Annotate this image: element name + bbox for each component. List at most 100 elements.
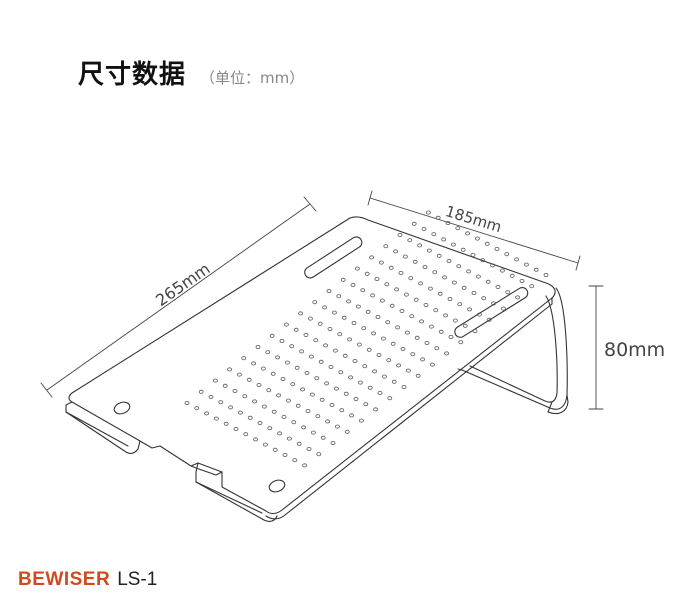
vent-hole — [445, 220, 451, 225]
vent-hole — [323, 343, 329, 348]
vent-hole — [212, 378, 218, 383]
vent-hole — [208, 394, 214, 399]
vent-hole — [282, 452, 288, 457]
vent-hole — [400, 346, 406, 351]
vent-hole — [441, 237, 447, 242]
vent-hole — [446, 258, 452, 263]
vent-hole — [241, 356, 247, 361]
vent-hole — [251, 361, 257, 366]
vent-hole — [377, 390, 383, 395]
vent-hole — [213, 416, 219, 421]
vent-hole — [408, 276, 414, 281]
vent-hole — [302, 463, 308, 468]
vent-hole — [431, 232, 437, 237]
vent-hole — [184, 400, 190, 405]
vent-hole — [329, 402, 335, 407]
vent-hole — [405, 368, 411, 373]
vent-hole — [499, 268, 505, 273]
vent-hole — [291, 420, 297, 425]
vent-hole — [465, 231, 471, 236]
vent-hole — [304, 370, 310, 375]
vent-hole — [450, 242, 456, 247]
vent-hole — [471, 290, 477, 295]
vent-hole — [367, 385, 373, 390]
vent-hole — [401, 384, 407, 389]
vent-hole — [266, 388, 272, 393]
vent-hole — [396, 363, 402, 368]
vent-hole — [256, 382, 262, 387]
vent-hole — [325, 419, 331, 424]
vent-hole — [280, 376, 286, 381]
vent-hole — [395, 325, 401, 330]
vent-hole — [242, 394, 248, 399]
vent-hole — [252, 399, 258, 404]
vent-hole — [305, 408, 311, 413]
vent-hole — [349, 413, 355, 418]
vent-hole — [383, 244, 389, 249]
vent-hole — [407, 238, 413, 243]
vent-hole — [475, 274, 481, 279]
vent-hole — [315, 414, 321, 419]
vent-hole — [457, 302, 463, 307]
vent-hole — [421, 226, 427, 231]
vent-hole — [344, 429, 350, 434]
vent-hole — [442, 275, 448, 280]
vent-hole — [360, 288, 366, 293]
vent-hole — [362, 364, 368, 369]
vent-hole — [347, 337, 353, 342]
vent-hole — [204, 411, 210, 416]
vent-hole — [388, 265, 394, 270]
vent-hole — [318, 359, 324, 364]
vent-hole — [376, 352, 382, 357]
vent-hole — [456, 264, 462, 269]
vent-hole — [428, 324, 434, 329]
vent-hole — [295, 403, 301, 408]
vent-hole — [260, 366, 266, 371]
vent-hole — [384, 282, 390, 287]
vent-hole — [310, 430, 316, 435]
vent-hole — [402, 254, 408, 259]
vent-hole — [524, 262, 529, 267]
vent-hole — [326, 288, 332, 293]
brand-name: BEWISER — [18, 569, 111, 590]
dim-width-line — [367, 190, 581, 271]
ventilation-holes — [184, 210, 549, 468]
vent-hole — [284, 360, 290, 365]
vent-hole — [389, 303, 395, 308]
vent-hole — [265, 350, 271, 355]
vent-hole — [413, 297, 419, 302]
vent-hole — [343, 391, 349, 396]
vent-hole — [455, 226, 461, 231]
vent-hole — [270, 371, 276, 376]
vent-hole — [328, 364, 334, 369]
height-label: 80mm — [604, 339, 665, 361]
vent-hole — [425, 210, 431, 215]
vent-hole — [519, 278, 525, 283]
vent-hole — [491, 301, 497, 306]
vent-hole — [374, 276, 380, 281]
vent-hole — [294, 365, 300, 370]
vent-hole — [429, 362, 435, 367]
vent-hole — [285, 398, 291, 403]
unit-note: （单位：mm） — [200, 69, 305, 87]
vent-hole — [418, 281, 424, 286]
vent-hole — [467, 307, 473, 312]
vent-hole — [223, 421, 229, 426]
vent-hole — [313, 338, 319, 343]
vent-hole — [243, 432, 249, 437]
vent-hole — [385, 320, 391, 325]
vent-hole — [424, 340, 430, 345]
vent-hole — [480, 258, 486, 263]
vent-hole — [299, 349, 305, 354]
vent-hole — [427, 286, 433, 291]
vent-hole — [298, 311, 304, 316]
vent-hole — [403, 292, 409, 297]
vent-hole — [194, 406, 200, 411]
vent-hole — [366, 347, 372, 352]
vent-hole — [351, 320, 357, 325]
vent-hole — [286, 436, 292, 441]
vent-hole — [233, 426, 239, 431]
vent-hole — [391, 379, 397, 384]
vent-hole — [309, 392, 315, 397]
